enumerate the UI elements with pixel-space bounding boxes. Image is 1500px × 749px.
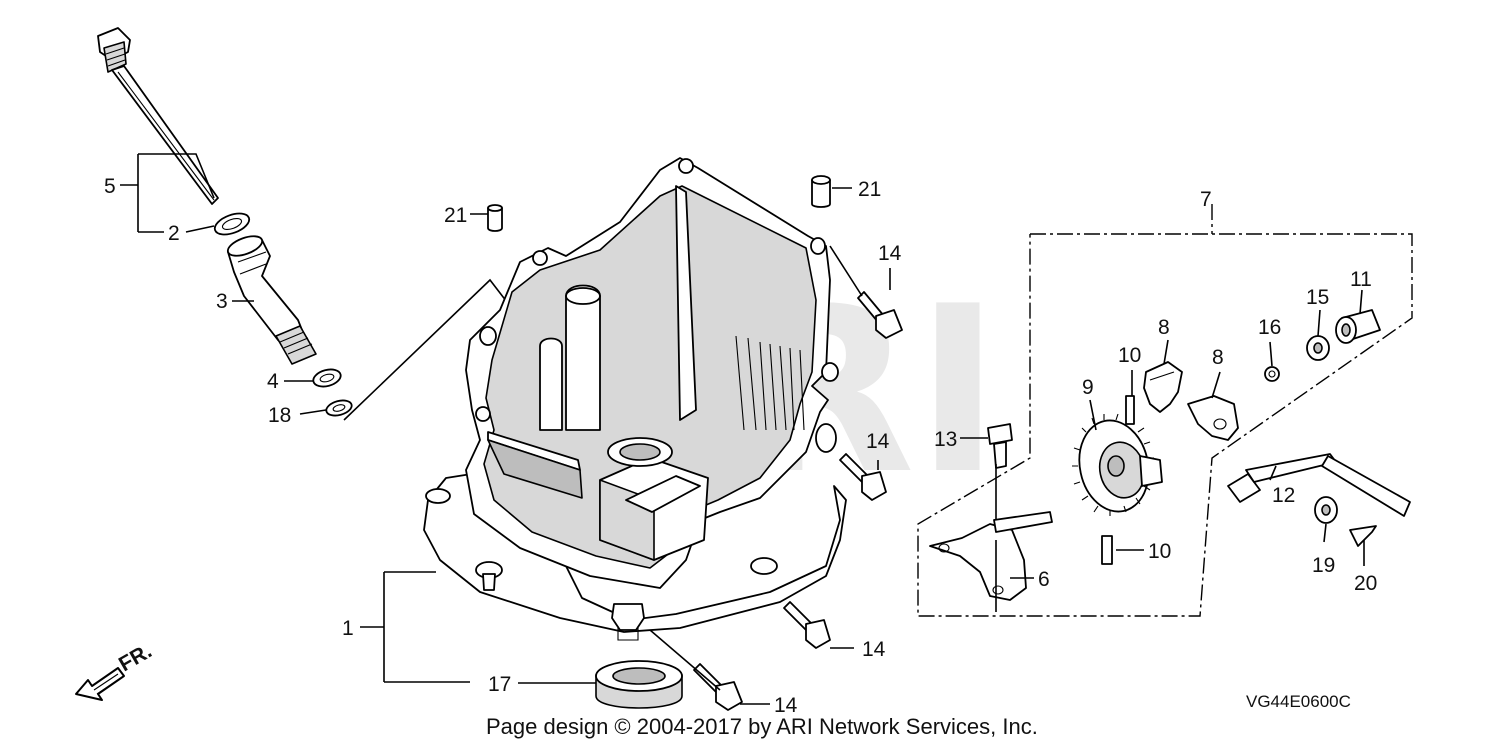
flange-bolt-part-1[interactable] <box>857 291 903 339</box>
callout-14-lower: 14 <box>862 638 886 661</box>
callout-10-upper: 10 <box>1118 344 1141 367</box>
flange-bolt-part-4[interactable] <box>693 663 743 711</box>
callout-15: 15 <box>1306 286 1329 309</box>
callout-17: 17 <box>488 673 511 696</box>
crankcase-cover-part[interactable] <box>423 157 847 641</box>
callout-12: 12 <box>1272 484 1295 507</box>
callout-3: 3 <box>216 290 228 313</box>
governor-slider-part[interactable] <box>1335 309 1381 344</box>
callout-10-lower: 10 <box>1148 540 1171 563</box>
filler-tube-part[interactable] <box>225 232 317 365</box>
diagram-code: VG44E0600C <box>1246 692 1351 711</box>
oil-seal-part[interactable] <box>595 660 683 709</box>
governor-weight-part-2[interactable] <box>1187 395 1239 441</box>
front-arrow-icon <box>75 667 125 701</box>
callout-13: 13 <box>934 428 957 451</box>
flange-bolt-part-2[interactable] <box>839 453 887 501</box>
dowel-pin-part-right[interactable] <box>811 175 831 208</box>
callout-9: 9 <box>1082 376 1094 399</box>
arm-clip-part[interactable] <box>1349 525 1377 547</box>
retaining-ring-part[interactable] <box>1264 366 1280 382</box>
callout-2: 2 <box>168 222 180 245</box>
retaining-clip-part[interactable] <box>311 367 342 390</box>
dowel-pin-part-left[interactable] <box>487 204 503 232</box>
oring-small-part[interactable] <box>325 398 354 418</box>
callout-5: 5 <box>104 175 116 198</box>
oring-part[interactable] <box>212 209 252 238</box>
callout-4: 4 <box>267 370 279 393</box>
governor-gear-part[interactable] <box>1071 413 1163 518</box>
callout-11: 11 <box>1350 268 1372 291</box>
callout-14-top: 14 <box>878 242 902 265</box>
callout-8-left: 8 <box>1158 316 1170 339</box>
holder-bolt-part[interactable] <box>987 423 1013 469</box>
callout-19: 19 <box>1312 554 1335 577</box>
callout-16: 16 <box>1258 316 1281 339</box>
callout-18: 18 <box>268 404 291 427</box>
dipstick-part[interactable] <box>97 27 219 205</box>
washer-part[interactable] <box>1306 335 1330 361</box>
callout-6: 6 <box>1038 568 1050 591</box>
callout-20: 20 <box>1354 572 1377 595</box>
callout-8-right: 8 <box>1212 346 1224 369</box>
callout-7: 7 <box>1200 188 1212 211</box>
callout-14-mid: 14 <box>866 430 890 453</box>
governor-arm-part[interactable] <box>1227 453 1411 517</box>
arm-washer-part[interactable] <box>1314 496 1338 524</box>
callout-21-right: 21 <box>858 178 881 201</box>
callout-1: 1 <box>342 617 354 640</box>
governor-weight-part-1[interactable] <box>1143 361 1183 413</box>
governor-holder-part[interactable] <box>929 511 1053 601</box>
governor-pin-part-lower[interactable] <box>1101 535 1113 565</box>
copyright-footer: Page design © 2004-2017 by ARI Network S… <box>486 714 1038 739</box>
governor-pin-part-upper[interactable] <box>1125 395 1135 425</box>
flange-bolt-part-3[interactable] <box>783 601 831 649</box>
callout-14-bottom: 14 <box>774 694 798 717</box>
callout-21-left: 21 <box>444 204 467 227</box>
